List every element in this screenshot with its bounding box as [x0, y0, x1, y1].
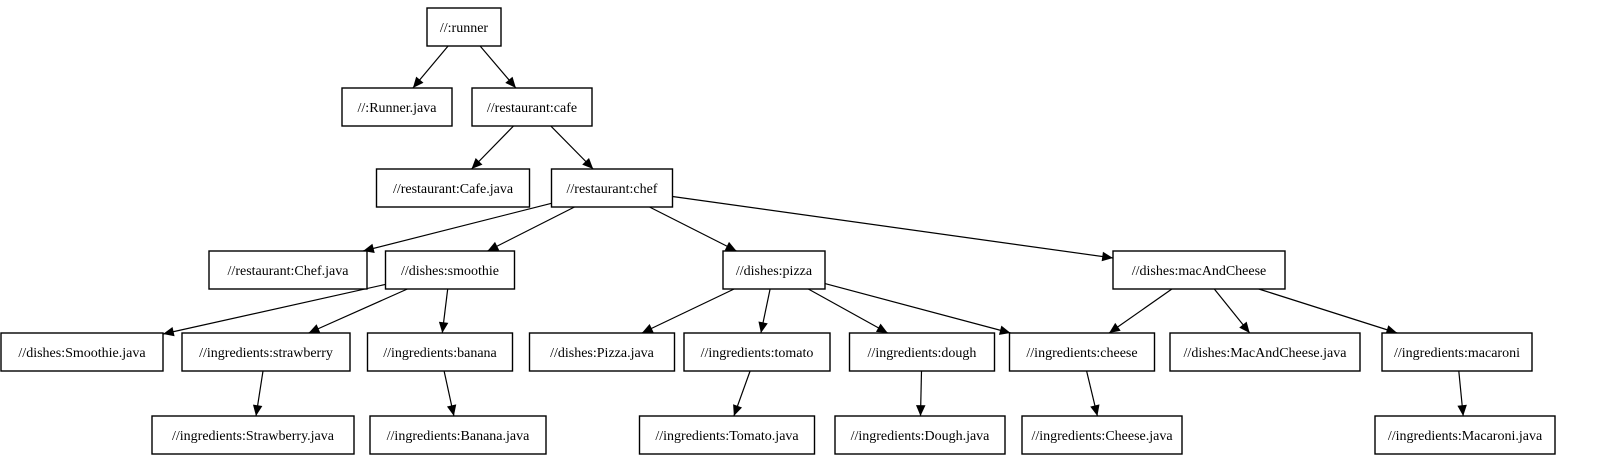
graph-node-chef: //restaurant:chef: [550, 168, 674, 208]
edge-runner-to-cafe: [479, 45, 517, 89]
graph-node-pizza-java: //dishes:Pizza.java: [528, 332, 676, 372]
graph-node-strawberry-java: //ingredients:Strawberry.java: [151, 415, 355, 455]
node-label-strawberry-java: //ingredients:Strawberry.java: [172, 429, 335, 444]
graph-node-strawberry: //ingredients:strawberry: [181, 332, 351, 372]
edge-chef-to-smoothie: [487, 206, 575, 252]
graph-node-tomato-java: //ingredients:Tomato.java: [638, 415, 816, 455]
node-label-smoothie: //dishes:smoothie: [401, 264, 499, 279]
edge-pizza-to-dough: [808, 288, 888, 334]
graph-node-cafe-java: //restaurant:Cafe.java: [375, 168, 531, 208]
edge-macaroni-to-macaroni-java: [1457, 370, 1467, 417]
edge-chef-to-pizza: [649, 206, 737, 252]
graph-node-cheese-java: //ingredients:Cheese.java: [1021, 415, 1183, 455]
graph-node-smoothie-java: //dishes:Smoothie.java: [0, 332, 164, 372]
graph-node-smoothie: //dishes:smoothie: [384, 250, 516, 290]
node-label-dough: //ingredients:dough: [868, 346, 977, 361]
edge-strawberry-to-strawberry-java: [252, 370, 264, 417]
edge-smoothie-to-smoothie-java: [162, 283, 386, 337]
graph-node-macaroni-java: //ingredients:Macaroni.java: [1374, 415, 1556, 455]
node-label-pizza-java: //dishes:Pizza.java: [550, 346, 655, 361]
edge-mac-and-cheese-to-mac-and-cheese-java: [1213, 288, 1251, 334]
node-box-mac-and-cheese-java: [1169, 332, 1361, 372]
edge-mac-and-cheese-to-cheese: [1108, 288, 1173, 334]
node-box-pizza: [722, 250, 826, 290]
edge-pizza-to-tomato: [758, 288, 771, 334]
node-label-cheese-java: //ingredients:Cheese.java: [1031, 429, 1173, 444]
graph-node-cafe: //restaurant:cafe: [471, 87, 593, 127]
graph-node-chef-java: //restaurant:Chef.java: [208, 250, 368, 290]
node-box-banana: [366, 332, 514, 372]
graph-node-mac-and-cheese: //dishes:macAndCheese: [1112, 250, 1286, 290]
graph-node-dough-java: //ingredients:Dough.java: [834, 415, 1006, 455]
edge-dough-to-dough-java: [915, 370, 926, 417]
node-label-chef: //restaurant:chef: [567, 182, 658, 197]
graph-node-cheese: //ingredients:cheese: [1008, 332, 1156, 372]
edge-cafe-to-cafe-java: [471, 125, 514, 170]
node-label-dough-java: //ingredients:Dough.java: [851, 429, 991, 444]
node-label-tomato: //ingredients:tomato: [701, 346, 814, 361]
node-box-smoothie: [384, 250, 516, 290]
edge-chef-to-mac-and-cheese: [672, 195, 1114, 262]
edge-pizza-to-pizza-java: [641, 288, 735, 334]
node-label-mac-and-cheese-java: //dishes:MacAndCheese.java: [1184, 346, 1348, 361]
node-box-strawberry-java: [151, 415, 355, 455]
node-label-smoothie-java: //dishes:Smoothie.java: [18, 346, 146, 361]
node-box-tomato-java: [638, 415, 816, 455]
node-box-runner: [426, 7, 502, 47]
graph-node-tomato: //ingredients:tomato: [683, 332, 831, 372]
node-label-runner-java: //:Runner.java: [358, 101, 438, 116]
node-box-dough-java: [834, 415, 1006, 455]
node-label-strawberry: //ingredients:strawberry: [199, 346, 333, 361]
node-box-pizza-java: [528, 332, 676, 372]
node-box-dough: [848, 332, 996, 372]
node-box-chef: [550, 168, 674, 208]
graph-node-runner-java: //:Runner.java: [341, 87, 453, 127]
edge-smoothie-to-banana: [438, 288, 449, 334]
node-box-macaroni-java: [1374, 415, 1556, 455]
node-label-mac-and-cheese: //dishes:macAndCheese: [1132, 264, 1267, 279]
graph-node-macaroni: //ingredients:macaroni: [1381, 332, 1533, 372]
node-label-macaroni-java: //ingredients:Macaroni.java: [1388, 429, 1543, 444]
edge-smoothie-to-strawberry: [308, 288, 408, 334]
node-label-banana: //ingredients:banana: [383, 346, 497, 361]
graph-node-mac-and-cheese-java: //dishes:MacAndCheese.java: [1169, 332, 1361, 372]
edge-cheese-to-cheese-java: [1086, 370, 1100, 417]
nodes-layer: //:runner //:Runner.java //restaurant:cafe…: [0, 7, 1556, 455]
node-label-banana-java: //ingredients:Banana.java: [387, 429, 530, 444]
node-label-tomato-java: //ingredients:Tomato.java: [655, 429, 799, 444]
edge-cafe-to-chef: [550, 125, 594, 170]
node-box-cafe: [471, 87, 593, 127]
edge-chef-to-chef-java: [362, 202, 552, 253]
edges-layer: [162, 45, 1467, 417]
graph-node-banana-java: //ingredients:Banana.java: [369, 415, 547, 455]
node-label-cheese: //ingredients:cheese: [1026, 346, 1137, 361]
node-label-pizza: //dishes:pizza: [736, 264, 813, 279]
graph-node-pizza: //dishes:pizza: [722, 250, 826, 290]
node-box-strawberry: [181, 332, 351, 372]
node-box-smoothie-java: [0, 332, 164, 372]
edge-tomato-to-tomato-java: [733, 370, 751, 417]
edge-pizza-to-cheese: [824, 283, 1011, 335]
edge-banana-to-banana-java: [443, 370, 457, 417]
edge-runner-to-runner-java: [412, 45, 449, 89]
node-box-cheese-java: [1021, 415, 1183, 455]
node-box-cafe-java: [375, 168, 531, 208]
node-box-banana-java: [369, 415, 547, 455]
node-box-chef-java: [208, 250, 368, 290]
edge-mac-and-cheese-to-macaroni: [1258, 288, 1398, 335]
node-label-runner: //:runner: [440, 21, 489, 36]
node-box-macaroni: [1381, 332, 1533, 372]
node-label-cafe: //restaurant:cafe: [487, 101, 577, 116]
node-box-mac-and-cheese: [1112, 250, 1286, 290]
graph-node-banana: //ingredients:banana: [366, 332, 514, 372]
node-label-cafe-java: //restaurant:Cafe.java: [393, 182, 514, 197]
graph-node-dough: //ingredients:dough: [848, 332, 996, 372]
node-label-macaroni: //ingredients:macaroni: [1394, 346, 1520, 361]
node-box-runner-java: [341, 87, 453, 127]
node-box-cheese: [1008, 332, 1156, 372]
graph-node-runner: //:runner: [426, 7, 502, 47]
node-label-chef-java: //restaurant:Chef.java: [228, 264, 350, 279]
node-box-tomato: [683, 332, 831, 372]
